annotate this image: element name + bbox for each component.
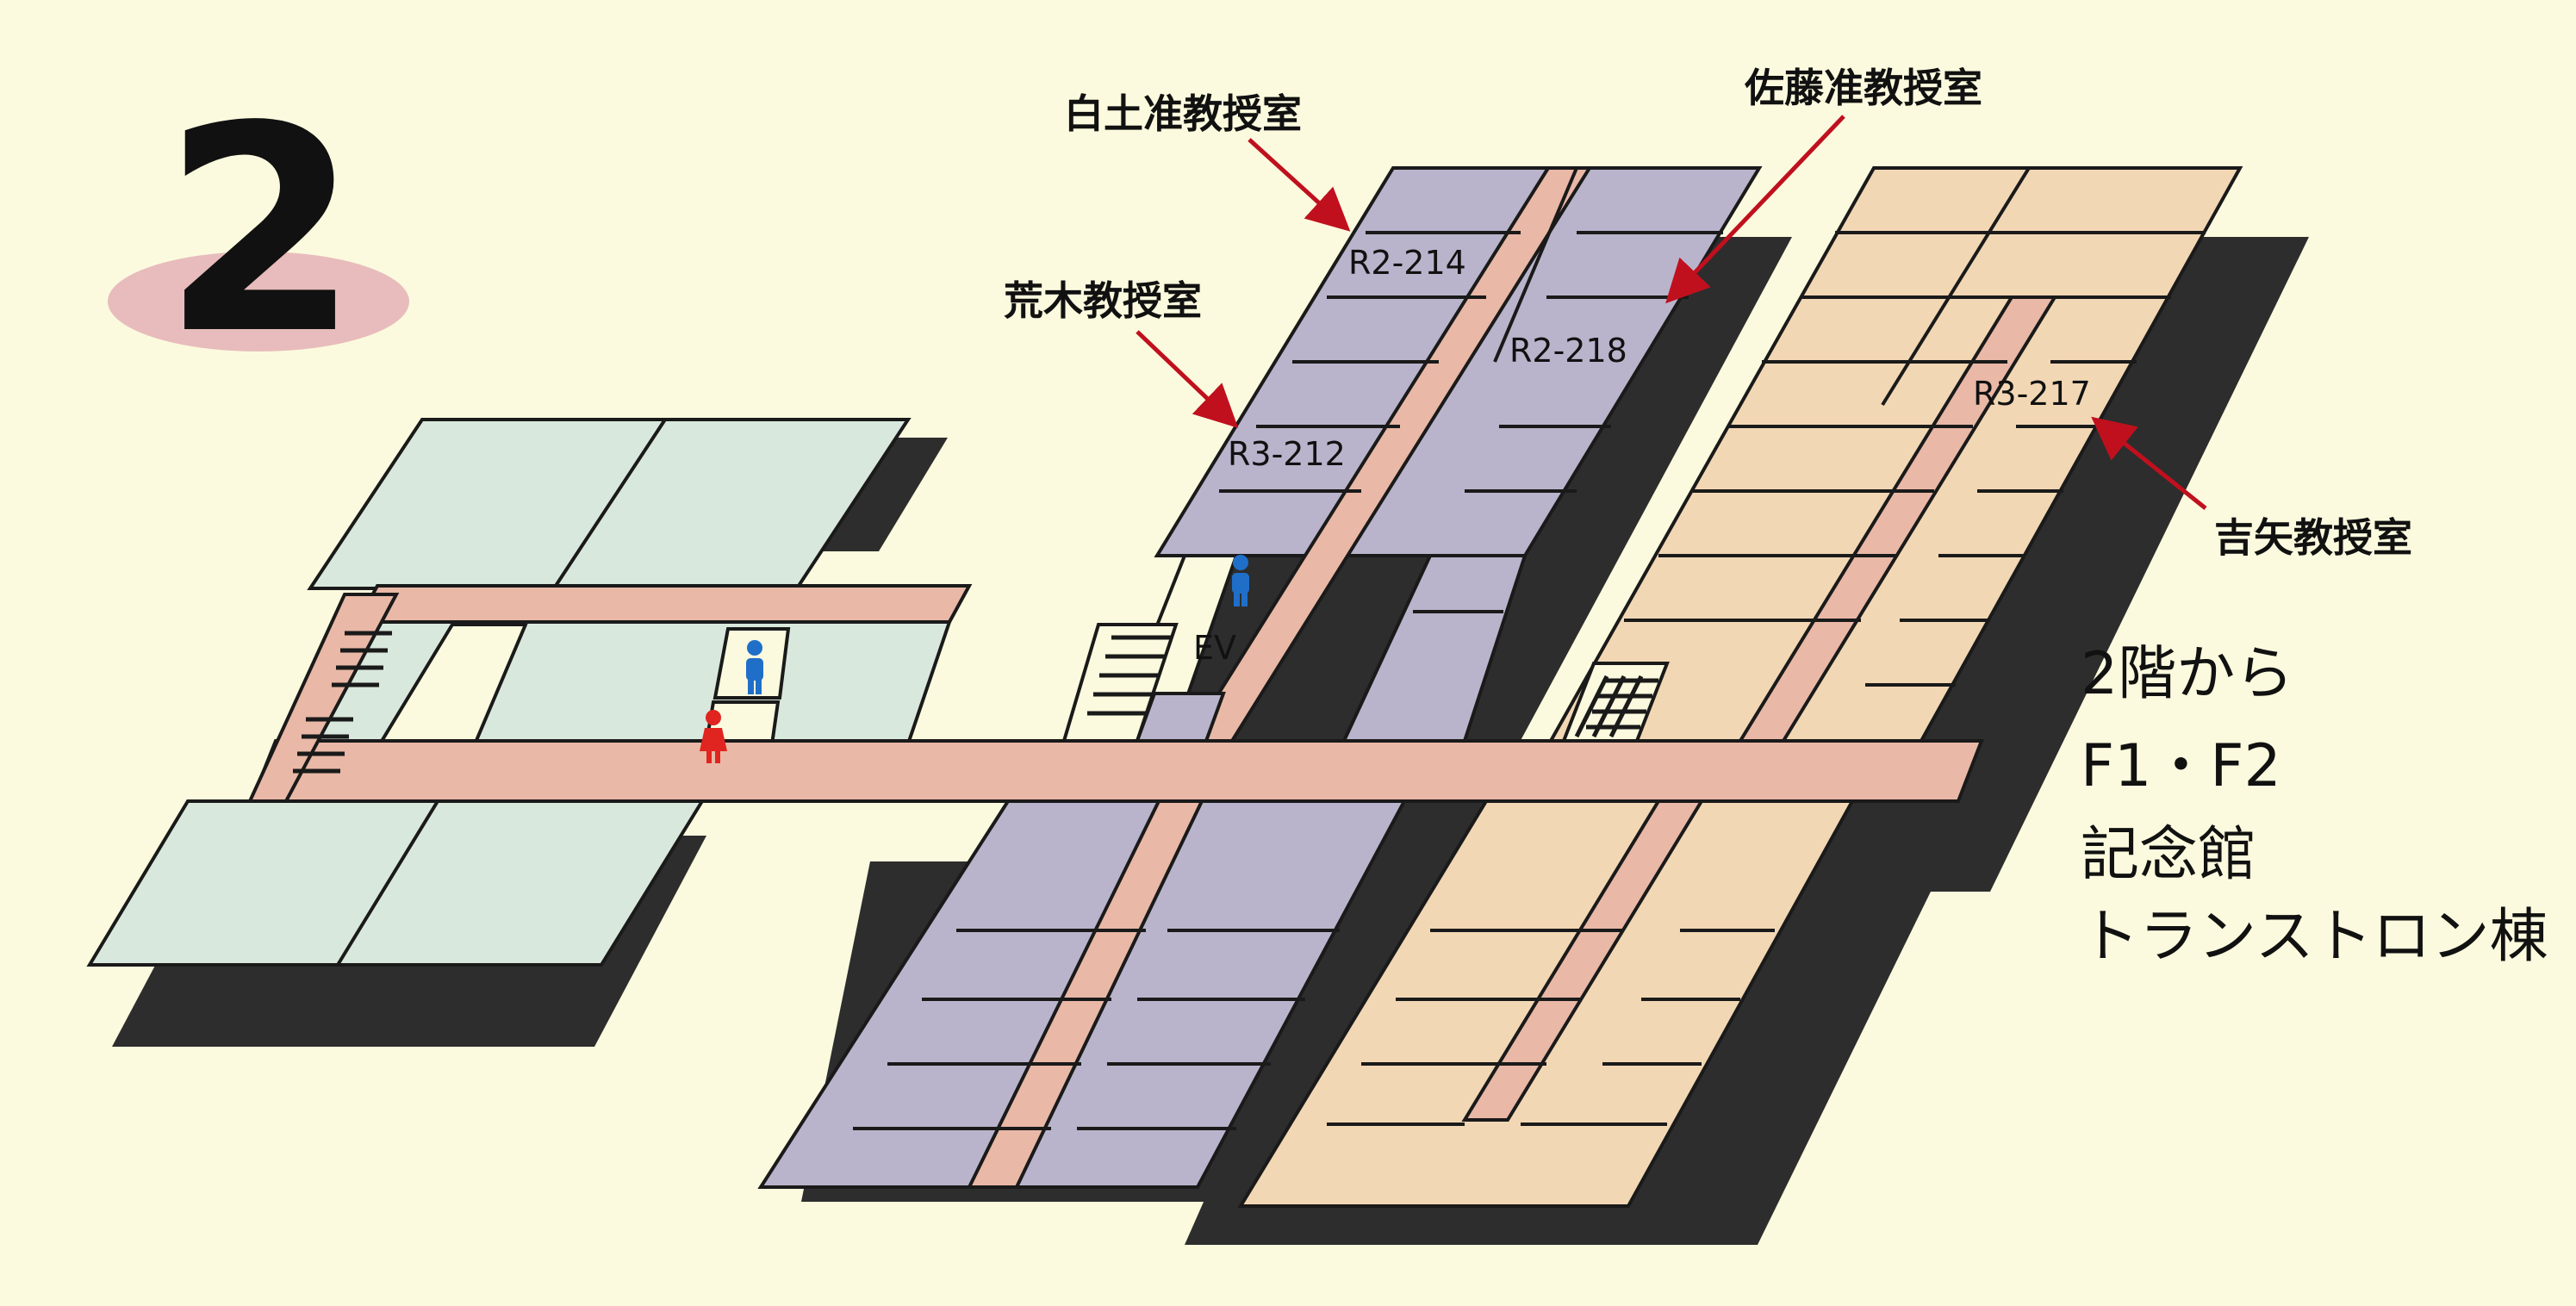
- arrow-sato: [1665, 115, 1845, 304]
- floor-number: 2: [162, 65, 360, 396]
- room-r2-214-label: R2-214: [1348, 244, 1466, 282]
- callout-sato: 佐藤准教授室: [1744, 65, 1982, 111]
- stairs-icon: [293, 631, 392, 774]
- arrow-yoshiya: [2091, 416, 2207, 510]
- center-small-room: [1135, 692, 1226, 743]
- main-corridor: [249, 739, 1984, 803]
- room-r2-218-label: R2-218: [1509, 332, 1627, 370]
- east-south-wing: [1237, 799, 1856, 1208]
- floor-badge-ellipse: [108, 252, 409, 351]
- stairs-icon: [1087, 635, 1172, 716]
- elevator-label: EV: [1193, 629, 1236, 667]
- callout-shirato: 白土准教授室: [1064, 90, 1302, 137]
- west-corridor-frame: [354, 584, 973, 624]
- center-east-rooms: [1341, 554, 1528, 743]
- callout-yoshiya: 吉矢教授室: [2214, 514, 2412, 561]
- floor-number-badge: 2: [108, 65, 409, 396]
- arrow-araki: [1136, 330, 1239, 428]
- route-note-line-4: トランストロン棟: [2081, 903, 2548, 971]
- callout-araki: 荒木教授室: [1004, 277, 1202, 324]
- west-wing-south-block: [86, 799, 706, 967]
- center-south-wing: [757, 799, 1408, 1189]
- female-restroom-icon: [700, 710, 727, 763]
- east-north-block: [1547, 166, 2243, 743]
- male-restroom-icon: [746, 640, 763, 694]
- center-south-corridor: [966, 799, 1205, 1189]
- stairs-icon: [1574, 675, 1658, 738]
- room-r3-212-label: R3-212: [1228, 435, 1346, 473]
- west-wing: [86, 418, 973, 967]
- route-note-line-3: 記念館: [2081, 821, 2256, 889]
- west-corridor-spine: [246, 593, 400, 803]
- east-south-corridor: [1461, 799, 1705, 1122]
- route-note-line-1: 2階から: [2081, 640, 2293, 708]
- route-note-line-2: F1・F2: [2081, 732, 2281, 800]
- male-restroom-icon: [1232, 555, 1249, 606]
- room-r3-217-label: R3-217: [1973, 375, 2091, 413]
- arrow-shirato: [1248, 138, 1351, 232]
